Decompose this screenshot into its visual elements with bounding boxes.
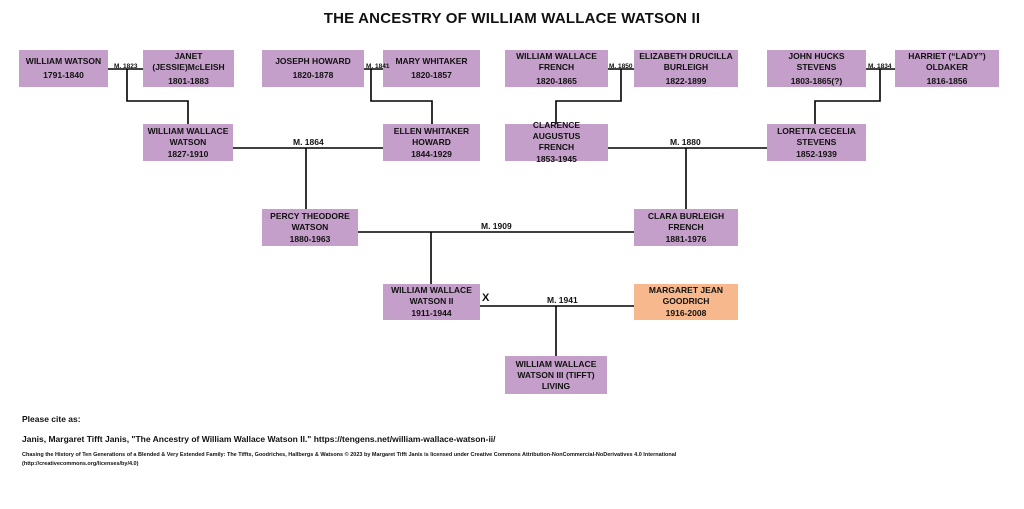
descent-line-caf	[555, 69, 622, 124]
person-years: 1916-2008	[665, 308, 707, 318]
person-name: MARGARET JEAN GOODRICH	[648, 285, 724, 306]
person-name: MARY WHITAKER	[395, 56, 468, 66]
person-name: ELLEN WHITAKER HOWARD	[393, 125, 470, 147]
person-box-joseph-howard: JOSEPH HOWARD 1820-1878	[262, 50, 364, 87]
person-name: JOSEPH HOWARD	[275, 56, 351, 66]
divorce-mark: X	[482, 292, 490, 304]
marriage-label-1941: M. 1941	[547, 295, 578, 305]
person-box-harriet-oldaker: HARRIET (“LADY”) OLDAKER 1816-1856	[895, 50, 999, 87]
person-box-william-watson: WILLIAM WATSON 1791-1840	[19, 50, 108, 87]
person-box-william-wallace-watson-ii: WILLIAM WALLACE WATSON II 1911-1944	[383, 284, 480, 320]
person-years: 1880-1963	[289, 233, 331, 244]
person-name: CLARA BURLEIGH FRENCH	[647, 210, 725, 232]
person-years: 1822-1899	[665, 75, 707, 86]
person-name: WILLIAM WALLACE WATSON II	[391, 285, 472, 306]
person-name: WILLIAM WALLACE FRENCH	[516, 50, 597, 72]
person-years: 1801-1883	[168, 75, 209, 86]
person-name: WILLIAM WALLACE WATSON	[147, 125, 229, 147]
person-years: 1816-1856	[926, 75, 968, 86]
person-years: 1803-1865(?)	[790, 75, 843, 86]
descent-line-lcs	[814, 69, 881, 124]
page-title: THE ANCESTRY OF WILLIAM WALLACE WATSON I…	[323, 10, 701, 27]
person-box-elizabeth-drucilla-burleigh: ELIZABETH DRUCILLA BURLEIGH 1822-1899	[634, 50, 738, 87]
person-years: 1852-1939	[796, 148, 837, 159]
person-box-john-hucks-stevens: JOHN HUCKS STEVENS 1803-1865(?)	[767, 50, 866, 87]
person-box-william-wallace-watson-iii: WILLIAM WALLACE WATSON III (TIFFT) LIVIN…	[505, 356, 607, 394]
marriage-label-1850: M. 1850	[609, 63, 633, 70]
descent-line-www1	[126, 69, 189, 124]
person-box-william-wallace-watson: WILLIAM WALLACE WATSON 1827-1910	[143, 124, 233, 161]
person-years: 1881-1976	[665, 233, 707, 244]
marriage-label-1880: M. 1880	[670, 137, 701, 147]
marriage-label-1823: M. 1823	[114, 63, 138, 70]
marriage-label-1864: M. 1864	[293, 137, 324, 147]
person-years: 1791-1840	[43, 70, 84, 80]
person-name: JANET (JESSIE)McLEISH	[152, 50, 225, 72]
person-box-mary-whitaker: MARY WHITAKER 1820-1857	[383, 50, 480, 87]
person-name: LORETTA CECELIA STEVENS	[777, 125, 856, 147]
person-years: 1820-1857	[411, 70, 452, 80]
person-box-percy-theodore-watson: PERCY THEODORE WATSON 1880-1963	[262, 209, 358, 246]
person-name: WILLIAM WATSON	[25, 56, 102, 66]
marriage-label-1841: M. 1841	[366, 63, 390, 70]
person-years: 1827-1910	[167, 148, 209, 159]
person-years: 1820-1865	[536, 75, 577, 86]
person-box-loretta-cecelia-stevens: LORETTA CECELIA STEVENS 1852-1939	[767, 124, 866, 161]
person-box-clara-burleigh-french: CLARA BURLEIGH FRENCH 1881-1976	[634, 209, 738, 246]
person-name: CLARENCE AUGUSTUS FRENCH	[532, 120, 581, 152]
person-box-ellen-whitaker-howard: ELLEN WHITAKER HOWARD 1844-1929	[383, 124, 480, 161]
person-years: 1820-1878	[292, 70, 334, 80]
person-name: PERCY THEODORE WATSON	[270, 210, 350, 232]
cite-heading: Please cite as:	[22, 414, 81, 424]
person-name: ELIZABETH DRUCILLA BURLEIGH	[639, 50, 733, 72]
person-box-clarence-augustus-french: CLARENCE AUGUSTUS FRENCH 1853-1945	[505, 120, 608, 164]
person-name: HARRIET (“LADY”) OLDAKER	[908, 50, 986, 72]
descent-line-ewh	[370, 69, 433, 124]
license-text: Chasing the History of Ten Generations o…	[22, 452, 677, 467]
person-box-margaret-jean-goodrich: MARGARET JEAN GOODRICH 1916-2008	[634, 284, 738, 320]
person-years: 1844-1929	[411, 148, 452, 159]
person-years: 1911-1944	[411, 308, 452, 318]
person-years: 1853-1945	[536, 154, 577, 164]
cite-text: Janis, Margaret Tifft Janis, "The Ancest…	[22, 434, 496, 444]
person-box-janet-mcleish: JANET (JESSIE)McLEISH 1801-1883	[143, 50, 234, 87]
marriage-label-1909: M. 1909	[481, 221, 512, 231]
marriage-label-1834: M. 1834	[868, 63, 892, 70]
person-name: WILLIAM WALLACE WATSON III (TIFFT) LIVIN…	[515, 358, 597, 391]
person-box-william-wallace-french: WILLIAM WALLACE FRENCH 1820-1865	[505, 50, 608, 87]
person-name: JOHN HUCKS STEVENS	[788, 50, 845, 72]
